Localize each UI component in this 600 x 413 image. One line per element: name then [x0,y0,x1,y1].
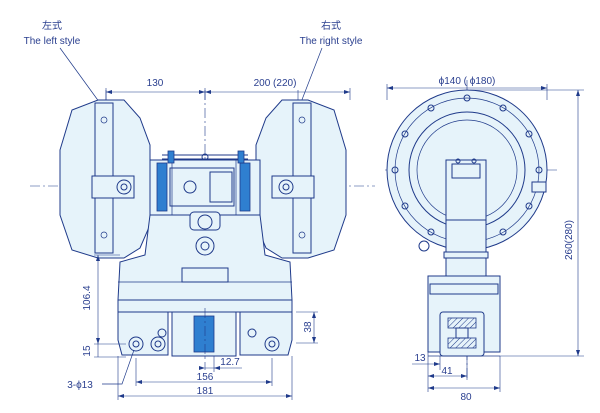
front-view [30,90,375,370]
dim-80: 80 [460,392,472,403]
dim-38: 38 [303,321,314,333]
left-shaft-nut [116,179,132,195]
side-view [385,80,560,380]
mount-hole-1 [128,336,144,352]
right-coil [239,162,251,212]
dim-13: 13 [414,353,426,364]
dim-15: 15 [82,345,93,357]
dim-200-220: 200 (220) [254,78,297,89]
side-column [445,219,487,277]
front-dimensions: 130 200 (220) 106.4 15 3-ϕ13 156 181 12.… [67,78,351,400]
dim-diameter: ϕ140 ( ϕ180) [439,76,496,87]
right-style-en: The right style [300,36,363,47]
dim-156: 156 [197,372,214,383]
dim-130: 130 [147,78,164,89]
dim-106-4: 106.4 [82,285,93,310]
dim-hole-spec: 3-ϕ13 [67,380,93,391]
left-foot [117,311,169,356]
right-style-cn: 右式 [321,19,341,32]
dim-12-7: 12.7 [220,357,240,368]
dim-181: 181 [197,386,214,397]
left-style-cn: 左式 [42,19,62,32]
dim-260-280: 260(280) [564,220,575,260]
mount-hole-2 [150,336,166,352]
mount-hole-3 [264,336,280,352]
side-dimensions: ϕ140 ( ϕ180) 260(280) 13 41 80 [386,76,584,403]
left-style-en: The left style [24,36,81,47]
left-coil [156,162,168,212]
left-shaft-block [91,175,135,199]
right-shaft-nut [278,179,294,195]
dim-41: 41 [441,366,453,377]
